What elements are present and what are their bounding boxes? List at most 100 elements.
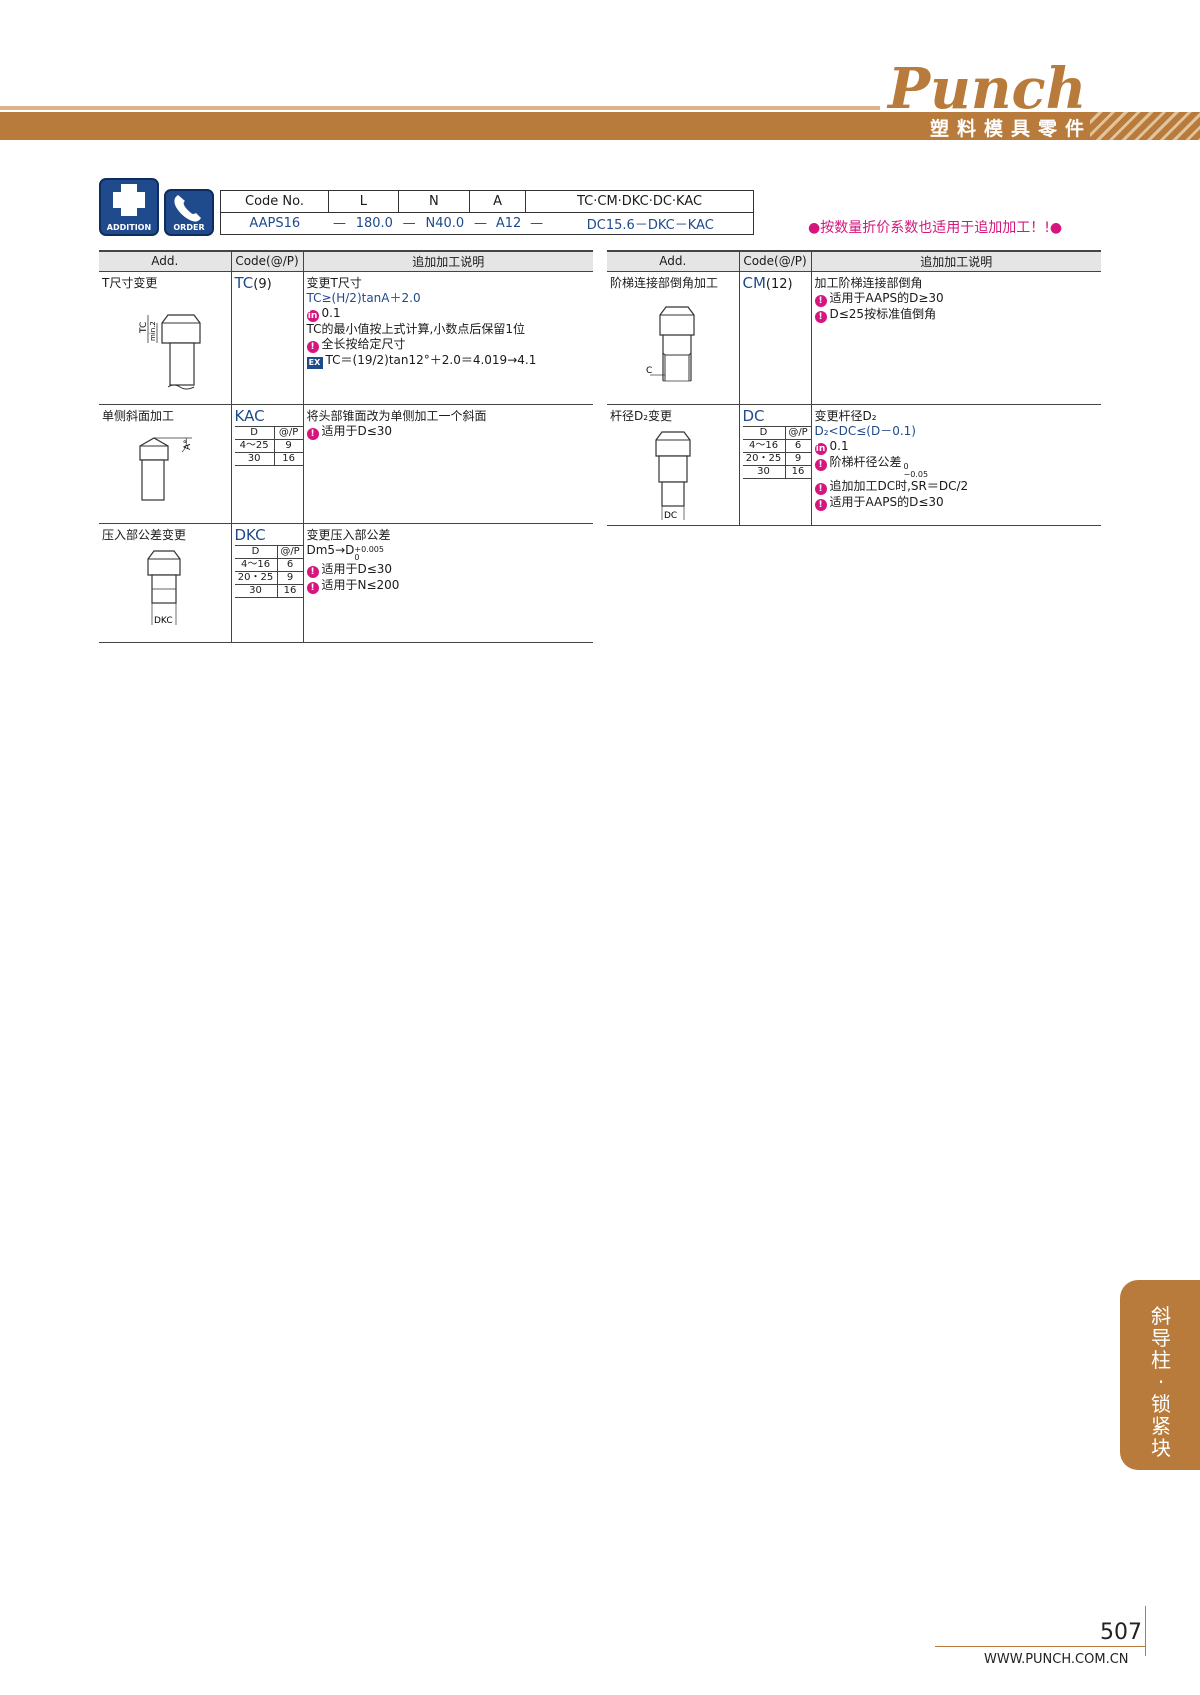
desc-line: 将头部锥面改为单侧加工一个斜面 (306, 408, 487, 423)
addition-icon: ADDITION (99, 178, 159, 236)
header-band (0, 112, 1200, 140)
desc-line: !适用于D≤30 (306, 424, 591, 440)
row-name-cell: T尺寸变更 TC min.2 (99, 271, 231, 405)
desc-line: 变更T尺寸 (306, 275, 362, 290)
desc-line-formula: TC≥(H/2)tanA＋2.0 (306, 290, 421, 305)
addition-label: ADDITION (106, 223, 152, 232)
discount-note: ●按数量折价系数也适用于追加加工！!● (808, 220, 1063, 236)
logo-text: Punch (886, 56, 1086, 118)
row-desc-cell: 将头部锥面改为单侧加工一个斜面 !适用于D≤30 (302, 404, 593, 524)
tc-label: TC (139, 321, 149, 333)
row-name: 阶梯连接部倒角加工 (610, 275, 719, 290)
row-code-cell: CM(12) (738, 271, 811, 405)
row-price: (12) (765, 276, 793, 292)
warning-icon: ! (306, 427, 319, 440)
code-example-table: Code No. L N A TC·CM·DKC·DC·KAC AAPS16 —… (220, 190, 754, 235)
header-hatch (1090, 112, 1200, 140)
desc-line: !适用于AAPS的D≥30 (814, 291, 1099, 307)
col-desc: 追加加工说明 (810, 250, 1101, 272)
addition-table-left: Add. Code(@/P) 追加加工说明 T尺寸变更 TC min.2 TC(… (99, 250, 593, 643)
row-desc-cell: 加工阶梯连接部倒角 !适用于AAPS的D≥30 !D≤25按标准值倒角 (810, 271, 1101, 405)
row-code: CM (742, 273, 766, 292)
code-value-l: 180.0 (350, 212, 399, 235)
code-header-n: N (397, 190, 471, 213)
plus-icon (113, 184, 145, 216)
code-dash: — (469, 212, 492, 235)
dc-label: DC (664, 511, 677, 521)
footer-divider (935, 1646, 1145, 1647)
desc-line: 加工阶梯连接部倒角 (814, 275, 923, 290)
row-name: 杆径D₂变更 (610, 408, 673, 423)
warning-icon: ! (306, 581, 319, 594)
row-name: 压入部公差变更 (102, 527, 187, 542)
row-code: KAC (234, 406, 265, 425)
tc-diagram: TC min.2 (139, 313, 201, 389)
desc-line: !全长按给定尺寸 (306, 337, 591, 353)
col-code: Code(@/P) (738, 250, 811, 272)
col-code: Code(@/P) (230, 250, 303, 272)
row-name-cell: 杆径D₂变更 DC (607, 404, 739, 526)
desc-line: 变更压入部公差 (306, 527, 391, 542)
row-code: DKC (234, 525, 266, 544)
code-value-code: AAPS16 (220, 212, 329, 235)
kac-diagram: A° (139, 436, 193, 501)
desc-line: !D≤25按标准值倒角 (814, 307, 1099, 323)
c-label: C (646, 366, 652, 376)
code-dash: — (525, 212, 548, 235)
col-add: Add. (607, 250, 739, 272)
page-number: 507 (1100, 1620, 1142, 1645)
row-code-cell: TC(9) (230, 271, 303, 405)
row-code: TC (234, 273, 254, 292)
warning-icon: ! (814, 482, 827, 495)
angle-label: A° (183, 439, 193, 450)
footer-divider-vertical (1145, 1606, 1146, 1656)
code-header-a: A (469, 190, 527, 213)
dc-diagram: DC (655, 430, 691, 521)
phone-icon (174, 195, 201, 222)
code-header-options: TC·CM·DKC·DC·KAC (525, 190, 754, 213)
cm-diagram: C (646, 305, 695, 381)
section-side-tab[interactable] (1120, 1280, 1200, 1470)
desc-line: 变更杆径D₂ (814, 408, 877, 423)
table-row: T尺寸变更 TC min.2 TC(9) 变更T尺寸 TC≥(H/2)tanA＋… (99, 271, 593, 405)
row-name: 单侧斜面加工 (102, 408, 175, 423)
code-value-options: DC15.6－DKC－KAC (547, 212, 754, 235)
warning-icon: ! (814, 458, 827, 471)
example-icon: EX (306, 356, 323, 369)
row-name-cell: 压入部公差变更 DKC (99, 523, 231, 643)
footer-url[interactable]: WWW.PUNCH.COM.CN (984, 1652, 1129, 1667)
col-desc: 追加加工说明 (302, 250, 593, 272)
addition-table-right: Add. Code(@/P) 追加加工说明 阶梯连接部倒角加工 C CM(12)… (607, 250, 1101, 526)
row-name-cell: 阶梯连接部倒角加工 C (607, 271, 739, 405)
increment-icon: in (814, 442, 827, 455)
code-dash: — (328, 212, 351, 235)
header-subtitle: 塑料模具零件 (930, 118, 1093, 140)
desc-line: !适用于AAPS的D≤30 (814, 495, 1099, 511)
warning-icon: ! (814, 310, 827, 323)
warning-icon: ! (814, 498, 827, 511)
warning-icon: ! (306, 340, 319, 353)
code-dash: — (398, 212, 421, 235)
warning-icon: ! (306, 565, 319, 578)
code-value-a: A12 (491, 212, 526, 235)
code-header-code: Code No. (220, 190, 329, 213)
desc-line: !适用于D≤30 (306, 562, 591, 578)
side-tab-label: 斜导柱·锁紧块 (1151, 1304, 1171, 1460)
header-thin-line (0, 106, 880, 110)
order-label: ORDER (173, 223, 205, 232)
